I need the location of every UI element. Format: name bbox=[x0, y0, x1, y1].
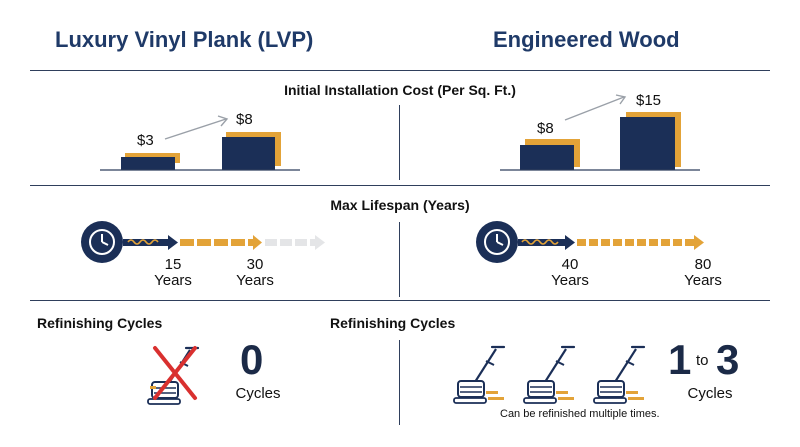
divider-bottom bbox=[30, 300, 770, 301]
wood-refinish-note: Can be refinished multiple times. bbox=[500, 408, 660, 420]
wood-low-bar bbox=[520, 145, 574, 170]
wood-refinish-unit: Cycles bbox=[687, 385, 733, 402]
lvp-high-bar bbox=[222, 137, 275, 170]
wood-refinish-low: 1 bbox=[668, 336, 692, 383]
lvp-cost-high: $8 bbox=[236, 111, 253, 128]
wood-refinish-to: to bbox=[696, 352, 709, 369]
lifespan-section-title: Max Lifespan (Years) bbox=[330, 197, 470, 213]
wood-refinish-title: Refinishing Cycles bbox=[330, 315, 456, 331]
divider-vertical-cost bbox=[399, 105, 400, 180]
lvp-low-bar bbox=[121, 157, 175, 170]
floor-sander-icon bbox=[522, 345, 576, 405]
clock-icon bbox=[476, 221, 518, 263]
divider-vertical-refinish bbox=[399, 340, 400, 425]
floor-sander-icon bbox=[452, 345, 506, 405]
divider-vertical-lifespan bbox=[399, 222, 400, 297]
wood-cost-high: $15 bbox=[636, 92, 662, 109]
lvp-refinish-count: 0 bbox=[240, 336, 264, 383]
cross-icon bbox=[153, 346, 197, 400]
trend-arrow-icon bbox=[564, 94, 627, 121]
wood-cost-low: $8 bbox=[537, 120, 554, 137]
floor-sander-icon bbox=[592, 345, 646, 405]
cost-section-title: Initial Installation Cost (Per Sq. Ft.) bbox=[284, 82, 516, 98]
wood-high-bar bbox=[620, 117, 675, 170]
lvp-cost-low: $3 bbox=[137, 132, 154, 149]
divider-top bbox=[30, 70, 770, 71]
lvp-title: Luxury Vinyl Plank (LVP) bbox=[55, 27, 314, 52]
clock-icon bbox=[81, 221, 123, 263]
engineered-wood-title: Engineered Wood bbox=[493, 27, 680, 52]
wood-refinish-high: 3 bbox=[716, 336, 740, 383]
divider-middle bbox=[30, 185, 770, 186]
floor-sander-icon bbox=[146, 346, 200, 406]
lvp-refinish-unit: Cycles bbox=[235, 385, 281, 402]
lvp-refinish-title: Refinishing Cycles bbox=[37, 315, 163, 331]
trend-arrow-icon bbox=[164, 115, 229, 140]
